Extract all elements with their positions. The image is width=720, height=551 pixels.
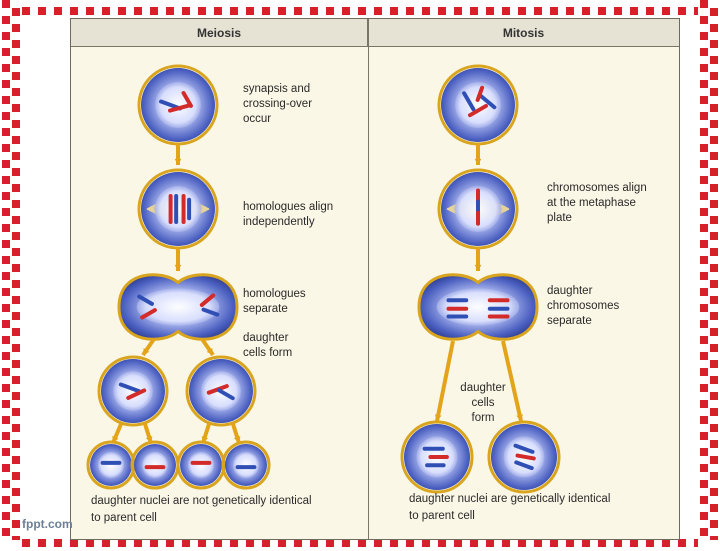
meiosis-cell-synapsis [137,64,219,146]
meiosis-arrow-2 [174,248,182,271]
mitosis-column-header: Mitosis [368,19,679,47]
fppt-watermark: fppt.com [22,517,73,531]
meiosis-arrow-3b [200,337,215,357]
meiosis-nucleus-4 [221,440,271,490]
label-synapsis-crossing-over: synapsis and crossing-over occur [243,83,313,125]
mitosis-arrow-3b [501,340,523,422]
meiosis-column-header: Meiosis [71,19,368,47]
meiosis-nucleus-3 [176,440,226,490]
mitosis-daughter-cell-2 [487,420,561,494]
label-meiosis-daughter-cells-form: daughter cells form [243,332,293,359]
meiosis-footer-note: daughter nuclei are not genetically iden… [91,495,312,524]
meiosis-arrow-4d [231,423,241,444]
label-homologues-separate: homologues separate [243,288,306,315]
mitosis-footer-note: daughter nuclei are genetically identica… [409,493,611,522]
meiosis-arrow-4c [201,423,211,444]
meiosis-arrow-4a [111,423,123,444]
meiosis-arrow-1 [174,144,182,165]
mitosis-cell-metaphase [437,168,519,250]
meiosis-cell-separate [117,273,239,341]
mitosis-cell-prophase [437,64,519,146]
meiosis-nucleus-2 [130,440,180,490]
meiosis-daughter-cell-1 [97,355,169,427]
mitosis-daughter-cell-1 [400,420,474,494]
meiosis-mitosis-figure: Meiosis Mitosis synapsis and crossing-ov… [70,18,680,540]
mitosis-arrow-3a [434,340,455,422]
column-divider [368,19,369,539]
meiosis-cell-align [137,168,219,250]
meiosis-arrow-4b [143,423,153,444]
meiosis-daughter-cell-2 [185,355,257,427]
label-mitosis-daughter-cells-form: daughter cells form [460,382,506,424]
mitosis-cell-anaphase [417,273,539,341]
left-checker-border [0,0,22,540]
mitosis-arrow-1 [474,144,482,165]
label-chromosomes-align: chromosomes align at the metaphase plate [547,182,647,224]
meiosis-nucleus-1 [86,440,136,490]
meiosis-arrow-3a [141,337,156,357]
label-daughter-chromosomes-separate: daughter chromosomes separate [547,285,620,327]
mitosis-arrow-2 [474,248,482,271]
label-homologues-align: homologues align independently [243,201,334,228]
top-checker-border [22,0,702,15]
right-checker-border [698,0,720,540]
cell-division-illustration [86,64,561,494]
